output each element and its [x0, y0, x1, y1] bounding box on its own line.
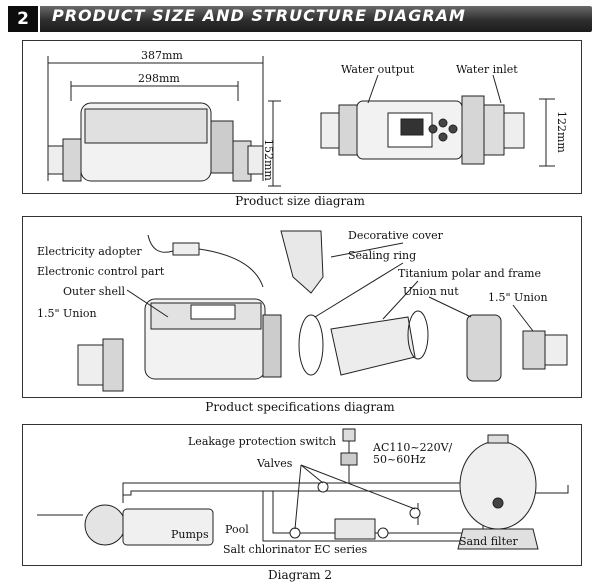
section-number: 2	[8, 6, 40, 32]
installation-diagram-panel: Leakage protection switch AC110~220V/ 50…	[22, 424, 582, 566]
outer-shell-label: Outer shell	[63, 285, 126, 298]
water-inlet-label: Water inlet	[456, 63, 518, 76]
salt-chlorinator-label: Salt chlorinator EC series	[223, 543, 368, 556]
spec-diagram-caption: Product specifications diagram	[205, 400, 395, 414]
spec-diagram-panel: Electricity adopter Electronic control p…	[22, 216, 582, 398]
hz-label: 50~60Hz	[373, 453, 426, 466]
titanium-label: Titanium polar and frame	[398, 267, 541, 280]
union-nut-label: Union nut	[403, 285, 459, 298]
pool-label: Pool	[225, 523, 249, 536]
sealing-ring-label: Sealing ring	[348, 249, 417, 262]
union-right-label: 1.5" Union	[488, 291, 548, 304]
size-diagram-panel: 387mm 298mm 152mm Water output Water inl…	[22, 40, 582, 194]
dim-total-label: 387mm	[141, 49, 183, 62]
size-diagram-caption: Product size diagram	[235, 194, 365, 208]
installation-diagram-drawing	[37, 428, 569, 550]
diagram2-caption: Diagram 2	[267, 568, 332, 582]
dim-body-label: 298mm	[138, 72, 180, 85]
valves-label: Valves	[257, 457, 293, 470]
electricity-adopter-label: Electricity adopter	[37, 245, 142, 258]
electronic-control-label: Electronic control part	[37, 265, 165, 278]
decorative-cover-label: Decorative cover	[348, 229, 443, 242]
power-label: AC110~220V/	[373, 441, 453, 454]
dim-height-right-label: 122mm	[555, 111, 568, 153]
dim-height-left-label: 152mm	[262, 139, 275, 181]
size-diagram-drawing	[47, 56, 555, 187]
water-output-label: Water output	[341, 63, 415, 76]
union-left-label: 1.5" Union	[37, 307, 97, 320]
section-title: PRODUCT SIZE AND STRUCTURE DIAGRAM	[52, 6, 466, 25]
sand-filter-label: Sand filter	[459, 535, 518, 548]
section-header: 2 PRODUCT SIZE AND STRUCTURE DIAGRAM	[8, 6, 592, 32]
pumps-label: Pumps	[171, 528, 209, 541]
spec-diagram-drawing	[77, 230, 568, 392]
leakage-switch-label: Leakage protection switch	[188, 435, 337, 448]
